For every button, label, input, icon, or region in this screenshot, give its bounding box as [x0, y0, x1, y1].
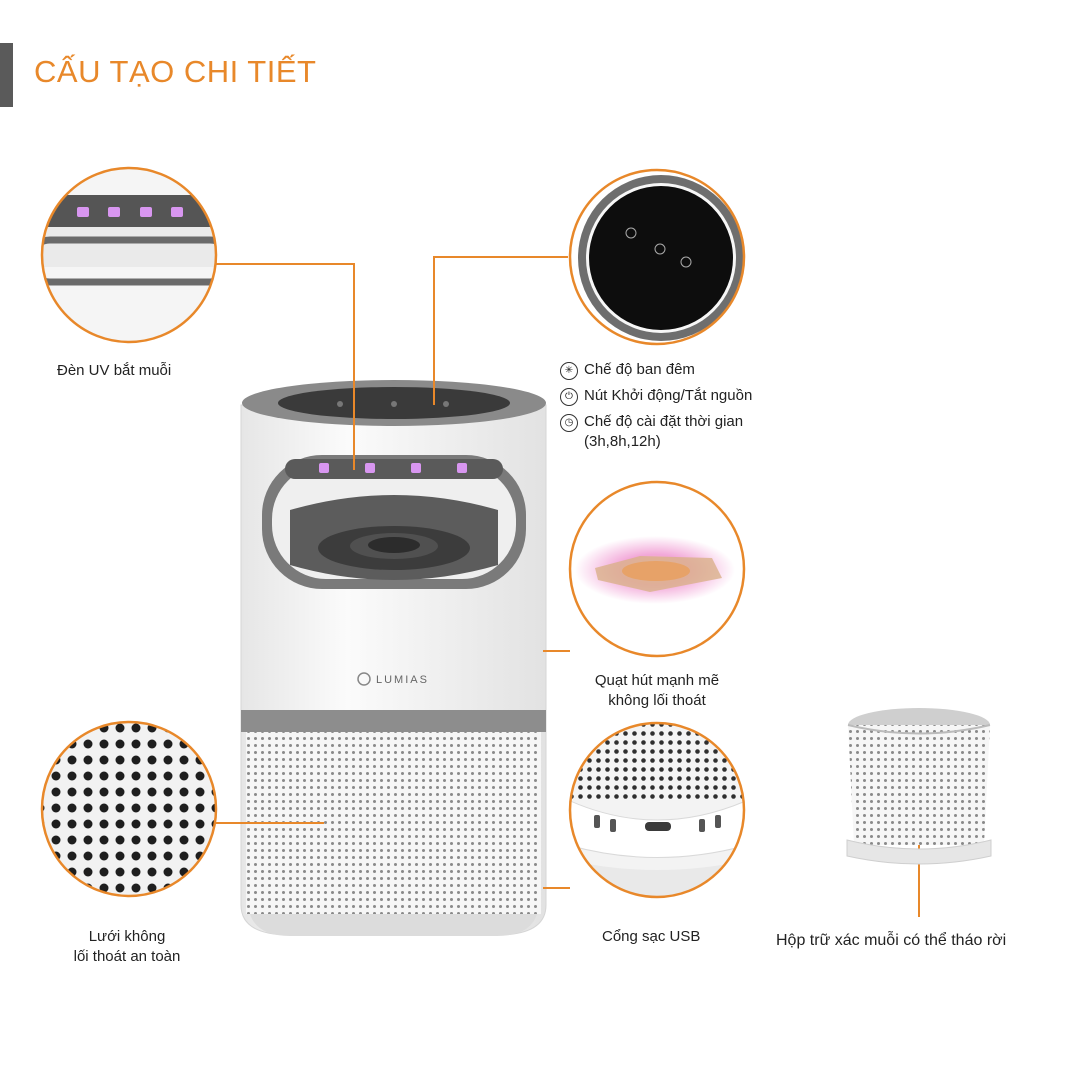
mesh-label-line2: lối thoát an toàn — [73, 948, 181, 965]
zoom-circle-control-panel — [568, 168, 746, 346]
zoom-circle-mesh — [40, 720, 218, 898]
mesh-label: Lưới không lối thoát an toàn — [42, 927, 212, 967]
fan-label-line1: Quạt hút mạnh mẽ — [594, 672, 720, 689]
feature-night-mode: ✳ Chế độ ban đêm — [560, 360, 752, 380]
brand-logo-text: LUMIAS — [376, 674, 429, 686]
zoom-circle-fan — [568, 480, 746, 658]
fan-label: Quạt hút mạnh mẽ không lối thoát — [576, 671, 738, 711]
timer-icon: ◷ — [560, 414, 578, 432]
mesh-label-line1: Lưới không — [88, 928, 166, 945]
feature-night-mode-label: Chế độ ban đêm — [584, 361, 695, 378]
zoom-circle-usb-port — [568, 721, 746, 899]
control-features-list: ✳ Chế độ ban đêm ⏻ Nút Khởi động/Tắt ngu… — [560, 360, 752, 458]
feature-power-label: Nút Khởi động/Tắt nguồn — [584, 387, 753, 404]
uv-light-label: Đèn UV bắt muỗi — [57, 362, 172, 379]
feature-timer: ◷ Chế độ cài đặt thời gian (3h,8h,12h) — [560, 412, 752, 452]
storage-box-label: Hộp trữ xác muỗi có thể tháo rời — [776, 932, 1007, 949]
feature-power: ⏻ Nút Khởi động/Tắt nguồn — [560, 386, 752, 406]
usb-label: Cổng sạc USB — [602, 928, 701, 945]
power-icon: ⏻ — [560, 388, 578, 406]
storage-basket — [846, 708, 992, 865]
zoom-circle-uv-light — [40, 166, 218, 344]
moon-snowflake-icon: ✳ — [560, 362, 578, 380]
feature-timer-label: Chế độ cài đặt thời gian — [584, 413, 744, 430]
fan-label-line2: không lối thoát — [608, 692, 706, 709]
page-title: CẤU TẠO CHI TIẾT — [34, 54, 317, 89]
title-accent-bar — [0, 43, 13, 107]
mosquito-trap-device — [240, 380, 547, 936]
feature-timer-options: (3h,8h,12h) — [584, 433, 661, 450]
